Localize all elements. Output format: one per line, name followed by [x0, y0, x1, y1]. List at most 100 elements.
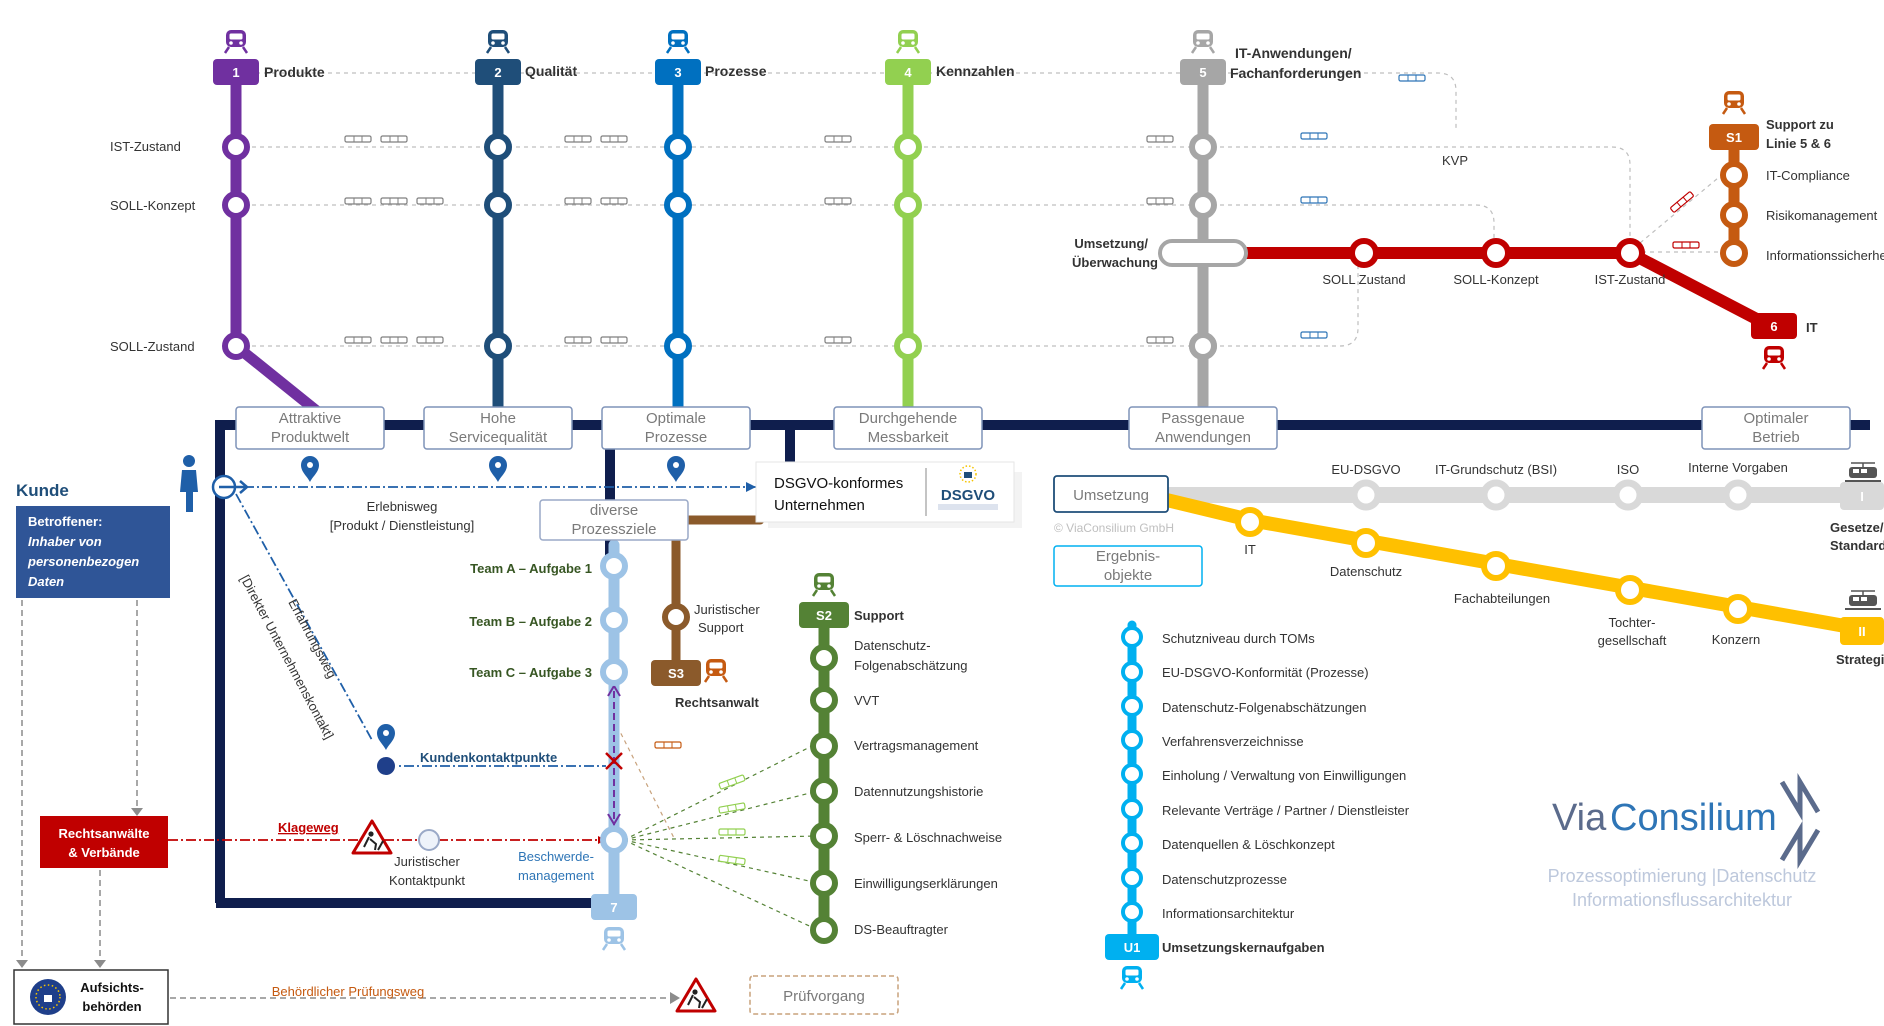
- station-line-ii[interactable]: [1481, 551, 1511, 581]
- red-stop-label: SOLL Zustand: [1322, 272, 1405, 287]
- line-4-name: Kennzahlen: [936, 63, 1015, 79]
- pruefvorgang-box[interactable]: Prüfvorgang: [749, 975, 899, 1015]
- station-s2[interactable]: [810, 869, 838, 897]
- station-u1[interactable]: [1121, 832, 1143, 854]
- station-u1[interactable]: [1121, 729, 1143, 751]
- line-badge-s2-num[interactable]: S2: [799, 602, 849, 628]
- station-s2[interactable]: [810, 916, 838, 944]
- station-u1[interactable]: [1121, 661, 1143, 683]
- station-u1[interactable]: [1121, 867, 1143, 889]
- grey-stop-label: ISO: [1617, 462, 1639, 477]
- station-line-2[interactable]: [484, 191, 512, 219]
- station-line-3[interactable]: [664, 191, 692, 219]
- line-badge-l4-num[interactable]: 4: [885, 59, 931, 85]
- station-u1[interactable]: [1121, 798, 1143, 820]
- station-s1[interactable]: [1720, 161, 1748, 189]
- station-u1[interactable]: [1121, 901, 1143, 923]
- ergebnisobjekte-box[interactable]: Ergebnis- objekte: [1053, 545, 1203, 587]
- close-icon: [605, 752, 623, 770]
- line-badge-l6-num[interactable]: 6: [1751, 313, 1797, 339]
- line-badge-l1-num[interactable]: 1: [213, 59, 259, 85]
- station-s2[interactable]: [810, 686, 838, 714]
- station-s2[interactable]: [810, 822, 838, 850]
- station-line-2[interactable]: [484, 332, 512, 360]
- line-badge-l2-num[interactable]: 2: [475, 59, 521, 85]
- copyright: © ViaConsilium GmbH: [1054, 521, 1174, 535]
- station-line-ii[interactable]: [1723, 594, 1753, 624]
- yellow-stop-label: gesellschaft: [1598, 633, 1667, 648]
- station-u1[interactable]: [1121, 763, 1143, 785]
- kundenkontakt-label: Kundenkontaktpunkte: [420, 750, 557, 765]
- station-line-5[interactable]: [1189, 191, 1217, 219]
- dsgvo-box[interactable]: DSGVO-konformes Unternehmen DSGVO: [755, 461, 1022, 528]
- jur-kontakt-dot[interactable]: [418, 829, 440, 851]
- station-line-1[interactable]: [222, 133, 250, 161]
- station-line-1[interactable]: [222, 332, 250, 360]
- station-line-2[interactable]: [484, 133, 512, 161]
- umsetzung-ueberwachung-station[interactable]: [1158, 239, 1248, 267]
- station-u1[interactable]: [1121, 626, 1143, 648]
- station-line-7[interactable]: [600, 658, 628, 686]
- aufsichtsbehoerden-box[interactable]: Aufsichts- behörden: [13, 969, 169, 1025]
- station-line-7[interactable]: [600, 826, 628, 854]
- goal-line2: Betrieb: [1752, 429, 1800, 446]
- station-line-1[interactable]: [222, 191, 250, 219]
- line-badge-yII-num[interactable]: II: [1840, 617, 1884, 645]
- station-s2[interactable]: [810, 644, 838, 672]
- station-line-4[interactable]: [894, 191, 922, 219]
- station-line-i[interactable]: [1350, 479, 1382, 511]
- station-line-3[interactable]: [664, 133, 692, 161]
- station-line-3[interactable]: [664, 332, 692, 360]
- station-line-4[interactable]: [894, 332, 922, 360]
- line-badge-s1-num[interactable]: S1: [1709, 124, 1759, 150]
- station-line-ii[interactable]: [1235, 507, 1265, 537]
- station-line-i[interactable]: [1722, 479, 1754, 511]
- s2-stop-label: Folgenabschätzung: [854, 658, 967, 673]
- umsetzung-label: Umsetzung: [1073, 487, 1149, 504]
- location-pin-icon: [489, 456, 507, 482]
- red-trains: [1669, 190, 1700, 249]
- betroffener-box[interactable]: Betroffener: Inhaber von personenbezogen…: [16, 506, 170, 598]
- station-line-ii[interactable]: [1351, 528, 1381, 558]
- umsetzung-box[interactable]: Umsetzung: [1053, 475, 1169, 513]
- line-badge-s3-num[interactable]: S3: [651, 660, 701, 686]
- station-line-4[interactable]: [894, 133, 922, 161]
- betroffener-line1: Betroffener:: [28, 514, 102, 529]
- station-s1[interactable]: [1720, 201, 1748, 229]
- station-line-5[interactable]: [1189, 332, 1217, 360]
- station-line-i[interactable]: [1480, 479, 1512, 511]
- line-badge-l3-num[interactable]: 3: [655, 59, 701, 85]
- station-line-7[interactable]: [600, 606, 628, 634]
- station-line-6[interactable]: [1481, 238, 1511, 268]
- kundenkontakt-dot[interactable]: [375, 755, 397, 777]
- station-line-6[interactable]: [1615, 238, 1645, 268]
- s2-stop-label: Einwilligungserklärungen: [854, 876, 998, 891]
- diverse-prozessziele-box[interactable]: diverse Prozessziele: [539, 499, 689, 541]
- jur-kontakt-line1: Juristischer: [394, 854, 460, 869]
- line-badge-l7-num[interactable]: 7: [591, 894, 637, 920]
- station-s2[interactable]: [810, 732, 838, 760]
- station-line-7[interactable]: [600, 552, 628, 580]
- line-badge-l5-num[interactable]: 5: [1180, 59, 1226, 85]
- line-badge-yI-num[interactable]: I: [1840, 482, 1884, 510]
- station-s1[interactable]: [1720, 239, 1748, 267]
- station-line-i[interactable]: [1612, 479, 1644, 511]
- station-u1[interactable]: [1121, 695, 1143, 717]
- train-icon: [811, 571, 837, 598]
- station-line-5[interactable]: [1189, 133, 1217, 161]
- station-line-6[interactable]: [1349, 238, 1379, 268]
- station-s2[interactable]: [810, 777, 838, 805]
- station-s3[interactable]: [662, 603, 690, 631]
- line-badge-u1-num[interactable]: U1: [1105, 934, 1159, 960]
- dsgvo-line2: Unternehmen: [774, 497, 865, 514]
- station-line-ii[interactable]: [1615, 575, 1645, 605]
- row-soll-konzept: SOLL-Konzept: [110, 198, 196, 213]
- rechtsanwaelte-box[interactable]: Rechtsanwälte & Verbände: [40, 816, 168, 868]
